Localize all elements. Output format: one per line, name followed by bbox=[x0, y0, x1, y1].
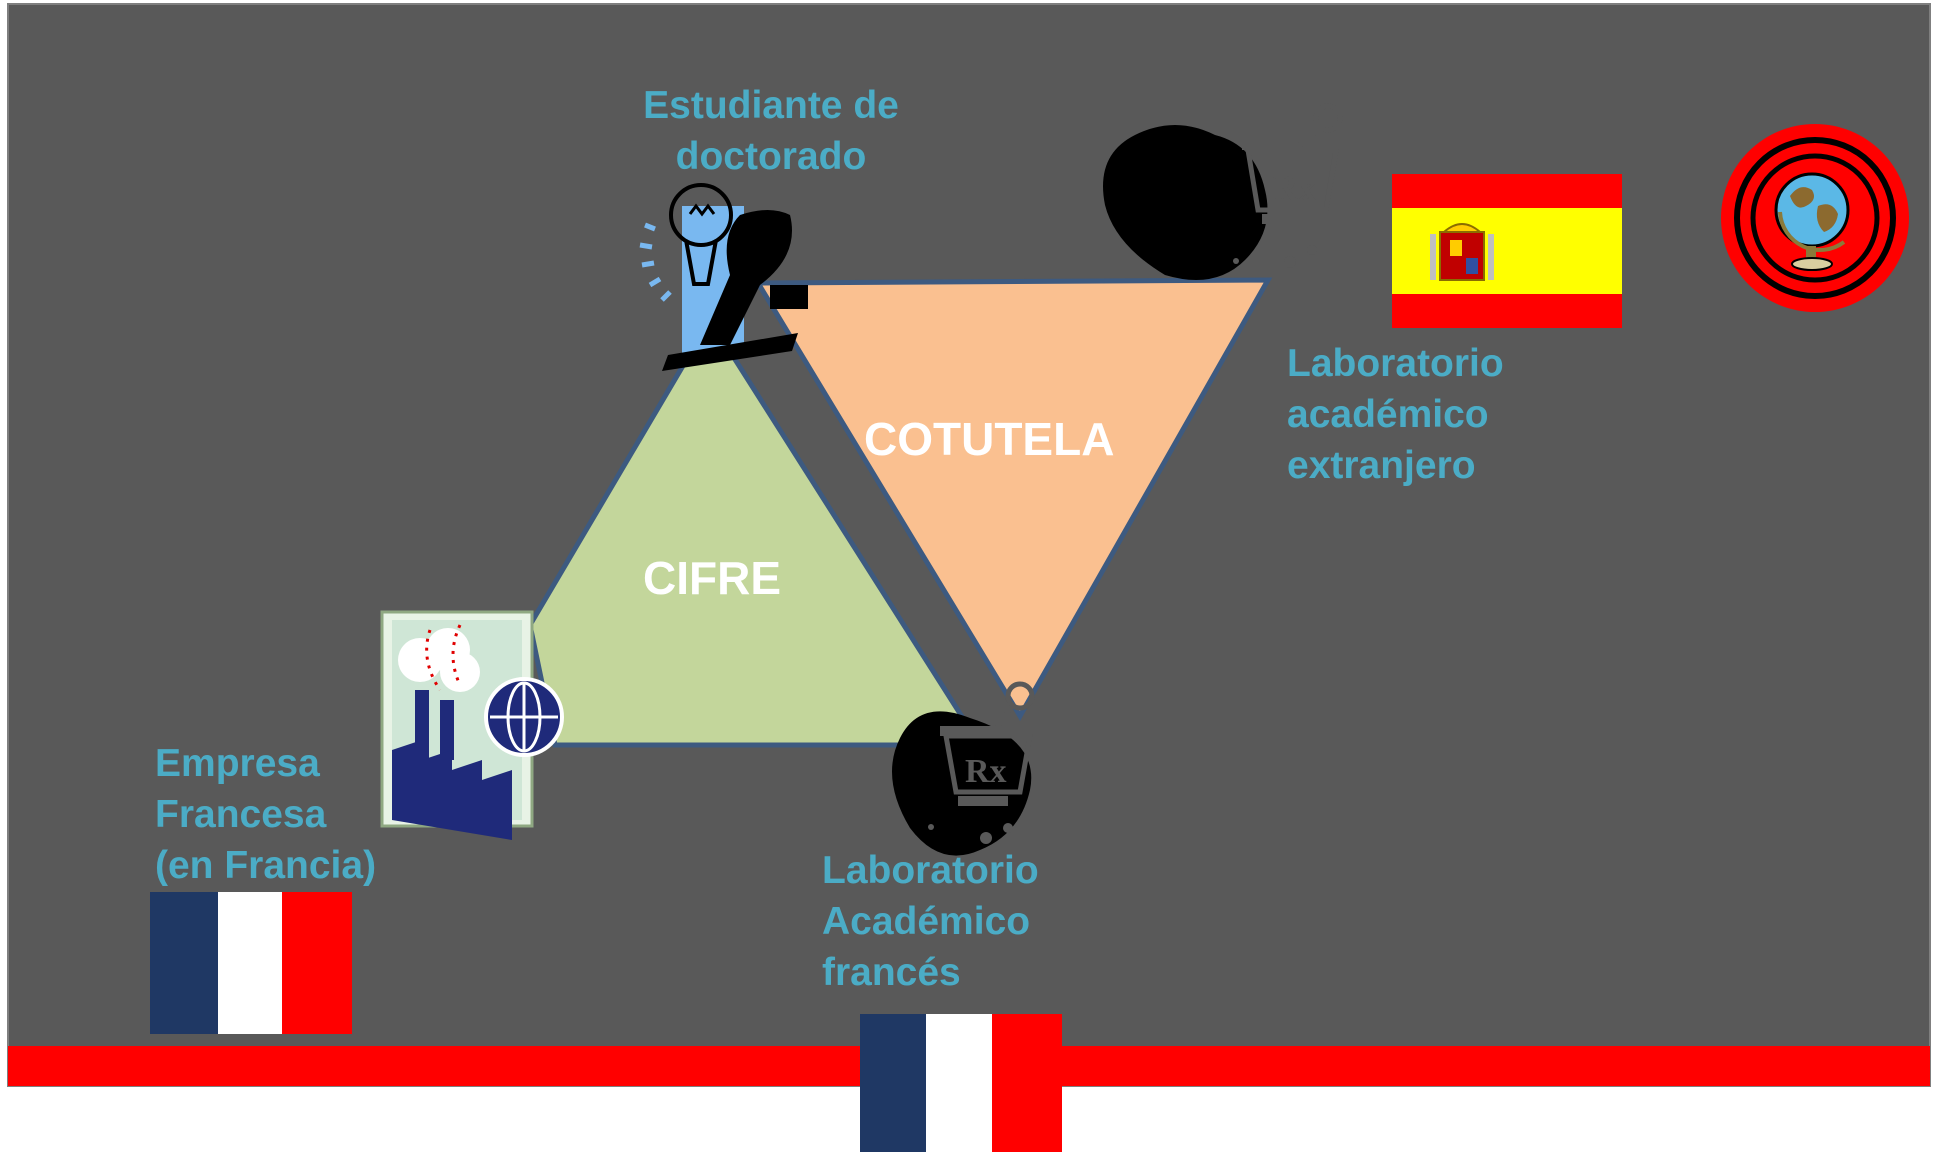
student-label: Estudiante de doctorado bbox=[631, 80, 911, 182]
french-lab-label-line-1: Laboratorio bbox=[822, 849, 1039, 892]
company-label-line-3: (en Francia) bbox=[155, 844, 377, 887]
student-lightbulb-icon bbox=[639, 183, 808, 371]
foreign-lab-label-line-2: académico bbox=[1287, 393, 1489, 436]
company-label: Empresa Francesa (en Francia) bbox=[155, 738, 376, 891]
spain-flag-icon bbox=[1392, 174, 1622, 328]
mortar-pestle-rx-bottom-icon: Rx bbox=[892, 681, 1036, 856]
student-label-line-1: Estudiante de bbox=[643, 84, 899, 127]
factory-globe-icon bbox=[380, 610, 564, 840]
cifre-triangle bbox=[527, 315, 985, 748]
foreign-lab-label-line-1: Laboratorio bbox=[1287, 342, 1504, 385]
company-label-line-2: Francesa bbox=[155, 793, 327, 836]
cifre-label: CIFRE bbox=[643, 552, 781, 604]
france-flag-lab-icon bbox=[860, 1014, 1062, 1152]
french-lab-label-line-3: francés bbox=[822, 951, 961, 994]
globe-badge-icon bbox=[1721, 124, 1909, 312]
cotutela-label: COTUTELA bbox=[864, 413, 1115, 465]
french-lab-label-line-2: Académico bbox=[822, 900, 1031, 943]
france-flag-company-icon bbox=[150, 892, 352, 1034]
french-lab-label: Laboratorio Académico francés bbox=[822, 845, 1039, 998]
foreign-lab-label: Laboratorio académico extranjero bbox=[1287, 338, 1504, 491]
svg-text:Rx: Rx bbox=[1272, 168, 1316, 208]
svg-text:Rx: Rx bbox=[965, 753, 1007, 790]
cotutela-triangle bbox=[753, 277, 1273, 721]
foreign-lab-label-line-3: extranjero bbox=[1287, 444, 1476, 487]
company-label-line-1: Empresa bbox=[155, 742, 320, 785]
student-label-line-2: doctorado bbox=[675, 135, 867, 178]
mortar-pestle-rx-top-icon: Rx bbox=[1103, 103, 1343, 280]
